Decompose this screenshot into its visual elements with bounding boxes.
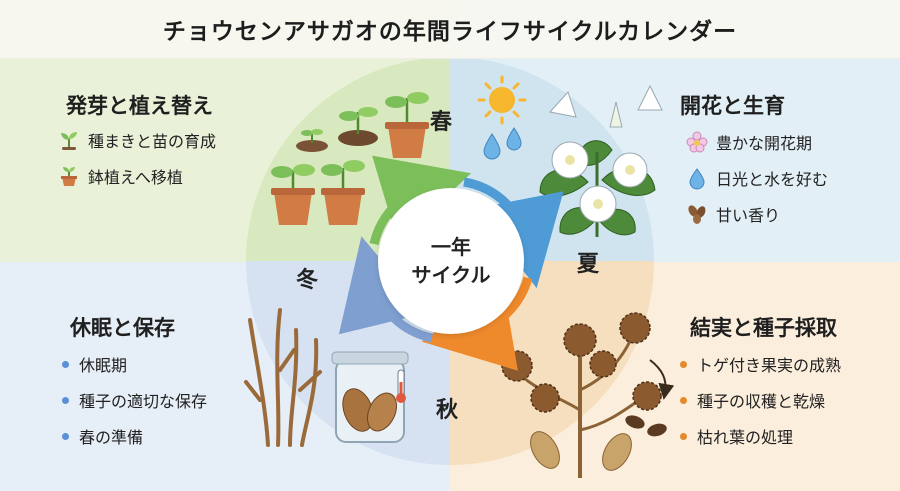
season-label-winter: 冬 bbox=[296, 268, 319, 293]
winter-heading: 休眠と保存 bbox=[70, 316, 175, 340]
bullet-dot bbox=[62, 432, 69, 440]
list-item: トゲ付き果実の成熟 bbox=[674, 346, 841, 382]
list-item: 鉢植えへ移植 bbox=[58, 158, 216, 194]
seed-pods-illustration bbox=[501, 312, 675, 478]
dormant-plant-illustration bbox=[244, 308, 409, 447]
white-flower-icon bbox=[551, 141, 589, 179]
list-item-label: 鉢植えへ移植 bbox=[88, 168, 183, 187]
autumn-heading: 結実と種子採取 bbox=[690, 316, 837, 340]
bullet-dot bbox=[680, 360, 687, 368]
thermometer-icon bbox=[396, 369, 406, 403]
bullet-dot bbox=[62, 396, 69, 404]
bullet-dot bbox=[680, 396, 687, 404]
summer-arrow bbox=[463, 177, 564, 289]
center-line-2: サイクル bbox=[411, 263, 491, 287]
list-item: 休眠期 bbox=[56, 346, 207, 382]
potted-plant-icon bbox=[61, 167, 77, 186]
page-title: チョウセンアサガオの年間ライフサイクルカレンダー bbox=[162, 19, 738, 45]
list-item-label: 休眠期 bbox=[79, 356, 128, 375]
list-item: 日光と水を好む bbox=[686, 160, 828, 196]
list-item: 豊かな開花期 bbox=[686, 124, 828, 160]
flowering-plant-illustration bbox=[477, 75, 663, 237]
flower-icon bbox=[686, 131, 708, 153]
seeds-icon bbox=[688, 205, 706, 224]
list-item-label: 種まきと苗の育成 bbox=[88, 132, 217, 151]
list-item-label: 甘い香り bbox=[716, 206, 781, 225]
bullet-dot bbox=[680, 432, 687, 440]
list-item: 春の準備 bbox=[56, 418, 207, 454]
list-item-label: 枯れ葉の処理 bbox=[697, 428, 794, 447]
spring-list: 種まきと苗の育成 鉢植えへ移植 bbox=[58, 122, 216, 194]
list-item: 甘い香り bbox=[686, 196, 828, 232]
list-item: 枯れ葉の処理 bbox=[674, 418, 841, 454]
list-item-label: 春の準備 bbox=[79, 428, 144, 447]
spring-arrow bbox=[369, 155, 472, 246]
autumn-arrow bbox=[421, 276, 533, 371]
bullet-dot bbox=[62, 360, 69, 368]
list-item: 種まきと苗の育成 bbox=[58, 122, 216, 158]
season-label-spring: 春 bbox=[430, 110, 453, 135]
list-item: 種子の収穫と乾燥 bbox=[674, 382, 841, 418]
sun-icon bbox=[477, 75, 527, 125]
seedlings-illustration bbox=[271, 92, 429, 225]
summer-list: 豊かな開花期 日光と水を好む 甘い香り bbox=[686, 124, 828, 232]
season-label-autumn: 秋 bbox=[436, 398, 459, 423]
season-label-summer: 夏 bbox=[577, 252, 600, 277]
seedling-icon bbox=[61, 132, 77, 150]
winter-list: 休眠期 種子の適切な保存 春の準備 bbox=[56, 346, 207, 454]
list-item-label: 日光と水を好む bbox=[716, 170, 829, 189]
autumn-list: トゲ付き果実の成熟 種子の収穫と乾燥 枯れ葉の処理 bbox=[674, 346, 841, 454]
winter-arrow bbox=[338, 236, 434, 343]
center-line-1: 一年 bbox=[431, 235, 471, 259]
center-cycle-label: 一年 サイクル bbox=[378, 188, 524, 334]
list-item: 種子の適切な保存 bbox=[56, 382, 207, 418]
water-drop-icon bbox=[689, 168, 705, 190]
title-bar: チョウセンアサガオの年間ライフサイクルカレンダー bbox=[0, 0, 900, 59]
summer-heading: 開花と生育 bbox=[680, 94, 785, 118]
list-item-label: トゲ付き果実の成熟 bbox=[697, 356, 842, 375]
list-item-label: 豊かな開花期 bbox=[716, 134, 813, 153]
spiky-pod-icon bbox=[501, 312, 662, 413]
list-item-label: 種子の適切な保存 bbox=[79, 392, 208, 411]
list-item-label: 種子の収穫と乾燥 bbox=[697, 392, 826, 411]
spring-heading: 発芽と植え替え bbox=[66, 94, 213, 118]
